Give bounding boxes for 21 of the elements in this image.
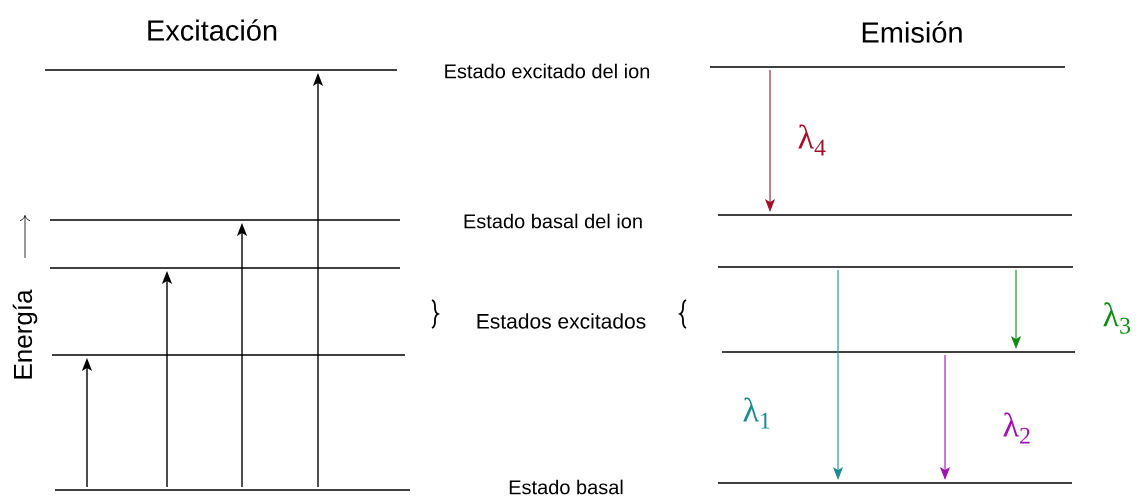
wavelength-label: λ$_{4}$ <box>798 124 826 156</box>
level-label: Estado basal <box>509 479 623 495</box>
energy-level-line <box>52 354 405 356</box>
wavelength-label: λ$_{3}$ <box>1103 302 1131 334</box>
wavelength-label: λ$_{1}$ <box>743 397 770 429</box>
axis-label: Energía <box>12 289 38 379</box>
energy-level-line <box>55 489 410 491</box>
panel-heading: Excitación <box>148 19 277 41</box>
panel-heading: Emisión <box>862 21 962 43</box>
energy-level-line <box>718 266 1073 268</box>
energy-level-line <box>722 351 1075 353</box>
energy-level-line <box>50 219 400 221</box>
level-label: Estados excitados <box>477 313 646 329</box>
energy-level-line <box>45 69 397 71</box>
level-label: Estado basal del ion <box>464 213 642 229</box>
energy-level-line <box>718 214 1072 216</box>
energy-level-line <box>50 267 400 269</box>
wavelength-label: λ$_{2}$ <box>1003 412 1030 444</box>
energy-level-line <box>710 66 1065 68</box>
level-label: Estado excitado del ion <box>445 63 650 79</box>
energy-level-line <box>718 482 1072 484</box>
